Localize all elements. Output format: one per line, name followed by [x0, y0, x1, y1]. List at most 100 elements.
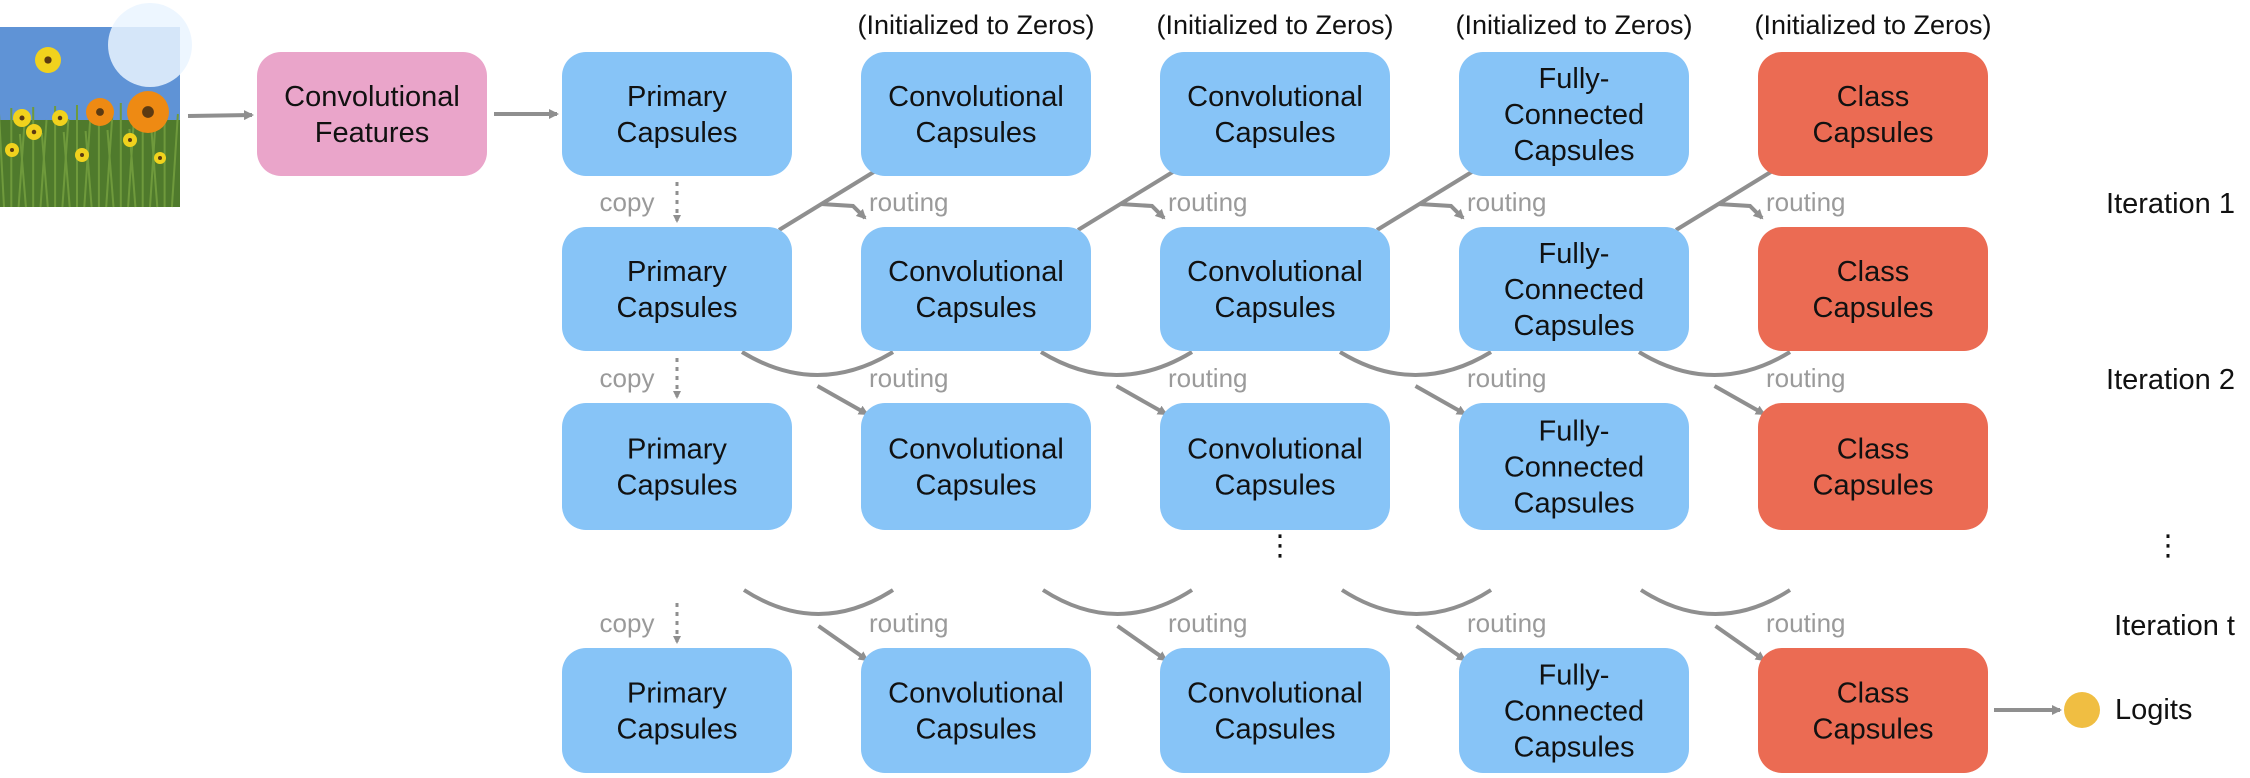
ellipsis: ⋮ — [1266, 530, 1295, 562]
primary-capsules-box-label: Capsules — [617, 292, 738, 324]
convolutional-capsules-box-shape — [1160, 227, 1390, 351]
ellipsis: ⋮ — [2154, 530, 2183, 562]
initialized-header-label: (Initialized to Zeros) — [1754, 10, 1991, 40]
fully-connected-capsules-box-label: Capsules — [1514, 488, 1635, 520]
routing-connector — [1375, 168, 1477, 232]
fully-connected-capsules-box-label: Fully- — [1539, 63, 1610, 95]
primary-capsules-box-label: Primary — [627, 256, 727, 288]
convolutional-features-box-shape — [257, 52, 487, 176]
fully-connected-capsules-box-shape — [1459, 227, 1689, 351]
iteration-label: Iteration 1 — [2106, 188, 2235, 220]
routing-connector — [1039, 350, 1194, 416]
routing-connector — [1340, 588, 1493, 662]
convolutional-capsules-box-label: Convolutional — [1187, 678, 1363, 710]
routing-label: routing — [1168, 363, 1248, 393]
convolutional-capsules-box-shape — [1160, 648, 1390, 773]
iteration-label: Iteration 2 — [2106, 364, 2235, 396]
routing-label: routing — [869, 608, 949, 638]
fully-connected-capsules-box-label: Fully- — [1539, 660, 1610, 692]
convolutional-capsules-box-shape — [861, 648, 1091, 773]
convolutional-capsules-box-label: Convolutional — [1187, 81, 1363, 113]
fully-connected-capsules-box-label: Fully- — [1539, 416, 1610, 448]
routing-connector — [742, 588, 895, 662]
primary-capsules-box-label: Capsules — [617, 714, 738, 746]
convolutional-capsules-box-label: Capsules — [916, 714, 1037, 746]
routing-label: routing — [1168, 608, 1248, 638]
convolutional-capsules-box-label: Capsules — [1215, 292, 1336, 324]
convolutional-features-box-label: Convolutional — [284, 81, 460, 113]
primary-capsules-box-label: Capsules — [617, 117, 738, 149]
fully-connected-capsules-box-label: Fully- — [1539, 238, 1610, 270]
connector-arrow — [187, 110, 254, 121]
class-capsules-box-label: Capsules — [1813, 292, 1934, 324]
fully-connected-capsules-box-shape — [1459, 403, 1689, 530]
convolutional-features-box-label: Features — [315, 117, 429, 149]
class-capsules-box-shape — [1758, 648, 1988, 773]
copy-label: copy — [600, 608, 655, 638]
fully-connected-capsules-box-shape — [1459, 648, 1689, 773]
fully-connected-capsules-box-label: Capsules — [1514, 135, 1635, 167]
routing-label: routing — [1766, 187, 1846, 217]
fully-connected-capsules-box-label: Capsules — [1514, 310, 1635, 342]
class-capsules-box-shape — [1758, 403, 1988, 530]
convolutional-capsules-box-label: Convolutional — [1187, 256, 1363, 288]
fully-connected-capsules-box-shape — [1459, 52, 1689, 176]
primary-capsules-box-label: Primary — [627, 678, 727, 710]
convolutional-capsules-box-label: Convolutional — [888, 256, 1064, 288]
iteration-label: Iteration t — [2114, 610, 2235, 642]
convolutional-capsules-box-shape — [861, 403, 1091, 530]
routing-connector — [1041, 588, 1194, 662]
convolutional-capsules-box-label: Capsules — [1215, 470, 1336, 502]
routing-label: routing — [1467, 608, 1547, 638]
convolutional-capsules-box-label: Capsules — [916, 117, 1037, 149]
logits-label: Logits — [2115, 694, 2192, 726]
convolutional-capsules-box-shape — [861, 227, 1091, 351]
convolutional-capsules-box-shape — [1160, 52, 1390, 176]
convolutional-capsules-box-label: Capsules — [1215, 117, 1336, 149]
convolutional-capsules-box-shape — [1160, 403, 1390, 530]
routing-connector — [1639, 588, 1792, 662]
routing-connector — [1637, 350, 1792, 416]
routing-label: routing — [1766, 608, 1846, 638]
copy-label: copy — [600, 363, 655, 393]
labels: (Initialized to Zeros)(Initialized to Ze… — [600, 10, 2235, 726]
capsule-boxes: ConvolutionalFeaturesPrimaryCapsulesConv… — [257, 52, 1988, 773]
routing-connector — [1674, 168, 1776, 232]
routing-connector — [1338, 350, 1493, 416]
primary-capsules-box-label: Primary — [627, 81, 727, 113]
convolutional-capsules-box-label: Capsules — [1215, 714, 1336, 746]
convolutional-capsules-box-shape — [861, 52, 1091, 176]
routing-connector — [777, 168, 879, 232]
routing-label: routing — [1168, 187, 1248, 217]
fully-connected-capsules-box-label: Connected — [1504, 274, 1644, 306]
convolutional-capsules-box-label: Capsules — [916, 292, 1037, 324]
class-capsules-box-label: Class — [1837, 256, 1910, 288]
input-image — [0, 3, 192, 208]
convolutional-capsules-box-label: Convolutional — [888, 81, 1064, 113]
primary-capsules-box-label: Capsules — [617, 470, 738, 502]
class-capsules-box-shape — [1758, 227, 1988, 351]
convolutional-capsules-box-label: Convolutional — [1187, 434, 1363, 466]
fully-connected-capsules-box-label: Capsules — [1514, 732, 1635, 764]
primary-capsules-box-shape — [562, 403, 792, 530]
primary-capsules-box-shape — [562, 52, 792, 176]
